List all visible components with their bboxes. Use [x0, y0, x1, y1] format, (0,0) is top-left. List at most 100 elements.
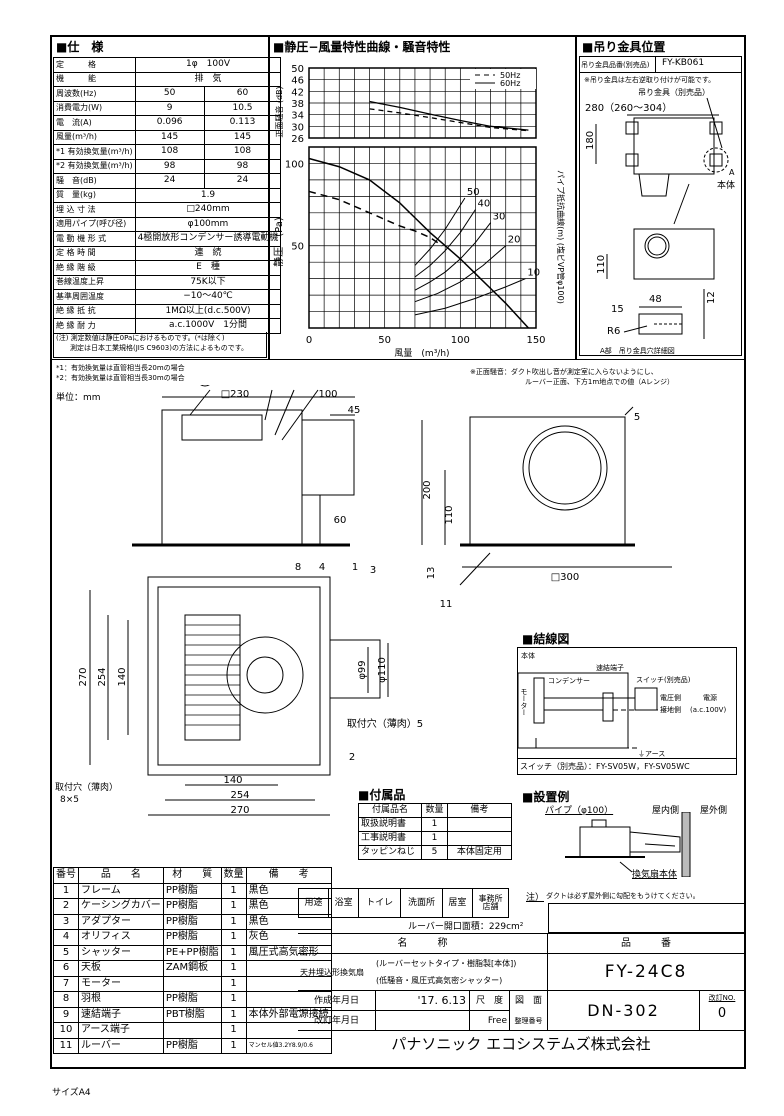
parts-header: 備 考 — [245, 867, 332, 884]
parts-cell: 1 — [220, 1006, 247, 1023]
spec-row: 機 能排 気 — [53, 71, 282, 87]
spec-value: 4極開放形コンデンサー誘導電動機 — [134, 231, 282, 247]
callout-4: 4 — [319, 562, 325, 573]
wiring-diagram: 本体 速結端子 コンデンサー モーター スイッチ(別売品) 電圧側 接地側 電源… — [517, 647, 737, 775]
spec-label: 絶 縁 抵 抗 — [53, 303, 136, 319]
parts-cell: 5 — [53, 944, 79, 961]
parts-cell: 1 — [220, 960, 247, 977]
footnote-1: *1：有効換気量は直管相当長20mの場合 — [56, 364, 185, 372]
dim-13: 13 — [426, 567, 437, 580]
spec-label: 消費電力(W) — [53, 100, 136, 116]
parts-cell: 速結端子 — [78, 1006, 164, 1023]
accessories-cell — [446, 817, 513, 832]
pressure-y-tick: 100 — [285, 159, 304, 170]
wiring-body-label: 本体 — [521, 651, 535, 660]
noise-y-tick: 30 — [291, 122, 304, 133]
parts-header-row: 番号品 名材 質数量備 考 — [53, 867, 332, 884]
accessories-cell: 取扱説明書 — [357, 817, 423, 832]
dim-300: □300 — [551, 572, 580, 583]
dim-100: 100 — [318, 389, 337, 400]
pressure-y-tick: 50 — [291, 242, 304, 253]
mount-hole-5-label: 取付穴（薄肉）5 — [347, 717, 423, 730]
parts-cell: 7 — [53, 975, 79, 992]
spec-value: 1φ 100V — [134, 57, 282, 73]
revised-date — [376, 1011, 470, 1031]
callout-5: 5 — [634, 412, 640, 423]
spec-label: 巻線温度上昇 — [53, 274, 136, 290]
number-header: 品 番 — [548, 934, 744, 954]
pipe-resistance-label: 50 — [467, 187, 480, 198]
bracket-note: ※吊り金具は左右逆取り付けが可能です。 — [584, 76, 716, 84]
dim-200: 200 — [422, 480, 433, 499]
dim-270: 270 — [230, 805, 249, 816]
name-header: 名 称 — [298, 934, 548, 954]
legend-label: 60Hz — [500, 79, 520, 88]
pipe-resistance-curve-50 — [414, 197, 466, 266]
legend-box — [470, 69, 536, 89]
spec-value-60hz: 0.113 — [203, 115, 282, 131]
dim-12: 12 — [706, 291, 717, 304]
parts-cell: 羽根 — [78, 991, 164, 1008]
noise-y-label: 正面騒音 (dB) — [274, 86, 284, 137]
pipe-resistance-label: 30 — [493, 212, 506, 223]
dim-60: 60 — [334, 515, 347, 526]
dim-phi110: φ110 — [377, 657, 388, 683]
divider — [655, 56, 656, 72]
revised-label: 改訂年月日 — [298, 1011, 376, 1031]
spec-value-60hz: 24 — [203, 173, 282, 189]
spec-value: 連 続 — [134, 245, 282, 261]
accessories-header-row: 付属品名数量備考 — [357, 803, 513, 818]
usage-table: 用途浴室トイレ洗面所居室事務所店舗 — [297, 888, 509, 918]
noise-y-tick: 50 — [291, 64, 304, 75]
mount-hole-8-label: 取付穴（薄肉） — [55, 781, 118, 793]
spec-label: 質 量(kg) — [53, 187, 136, 203]
parts-cell: 1 — [220, 1037, 247, 1054]
product-desc-2: (低騒音・風圧式高気密シャッター) — [376, 976, 503, 985]
parts-cell: フレーム — [78, 882, 164, 899]
spec-row: 定 格 時 間連 続 — [53, 245, 282, 261]
spec-value: 1.9 — [134, 187, 282, 203]
live-label: 電圧側 — [660, 693, 681, 702]
parts-cell: PE+PP樹脂 — [162, 944, 222, 961]
body-label: 本体 — [717, 179, 735, 191]
parts-cell: PP樹脂 — [162, 913, 222, 930]
bracket-title: ■吊り金具位置 — [582, 40, 666, 54]
dim-140: 140 — [223, 775, 242, 786]
footnote-2: *2：有効換気量は直管相当長30mの場合 — [56, 374, 185, 382]
parts-cell: 1 — [220, 929, 247, 946]
product-type: 天井埋込形換気扇 — [300, 968, 364, 977]
parts-cell: 4 — [53, 929, 79, 946]
parts-cell: モーター — [78, 975, 164, 992]
drawing-number: DN-302 — [548, 991, 700, 1031]
parts-cell: 2 — [53, 898, 79, 915]
mount-hole-8-size: 8×5 — [60, 795, 79, 805]
spec-value: 排 気 — [134, 71, 282, 87]
spec-value-60hz: 145 — [203, 129, 282, 145]
drawing-label-1: 図 面 — [510, 991, 548, 1011]
parts-cell: ケーシングカバー — [78, 898, 164, 915]
hanger-label: 吊り金具（別売品） — [638, 87, 710, 97]
spec-label: 電 流(A) — [53, 115, 136, 131]
dim-110: 110 — [444, 505, 455, 524]
outdoor-label: 屋外側 — [700, 806, 728, 816]
spec-row: 埋 込 寸 法□240mm — [53, 202, 282, 218]
callout-8: 8 — [295, 562, 301, 573]
noise-series-60Hz — [369, 100, 529, 131]
mark-a: A — [729, 168, 735, 177]
accessories-cell: 工事説明書 — [357, 831, 423, 846]
divider — [579, 72, 742, 73]
usage-cell: 事務所店舗 — [472, 888, 509, 918]
parts-cell: PBT樹脂 — [162, 1006, 222, 1023]
parts-cell: 1 — [220, 991, 247, 1008]
